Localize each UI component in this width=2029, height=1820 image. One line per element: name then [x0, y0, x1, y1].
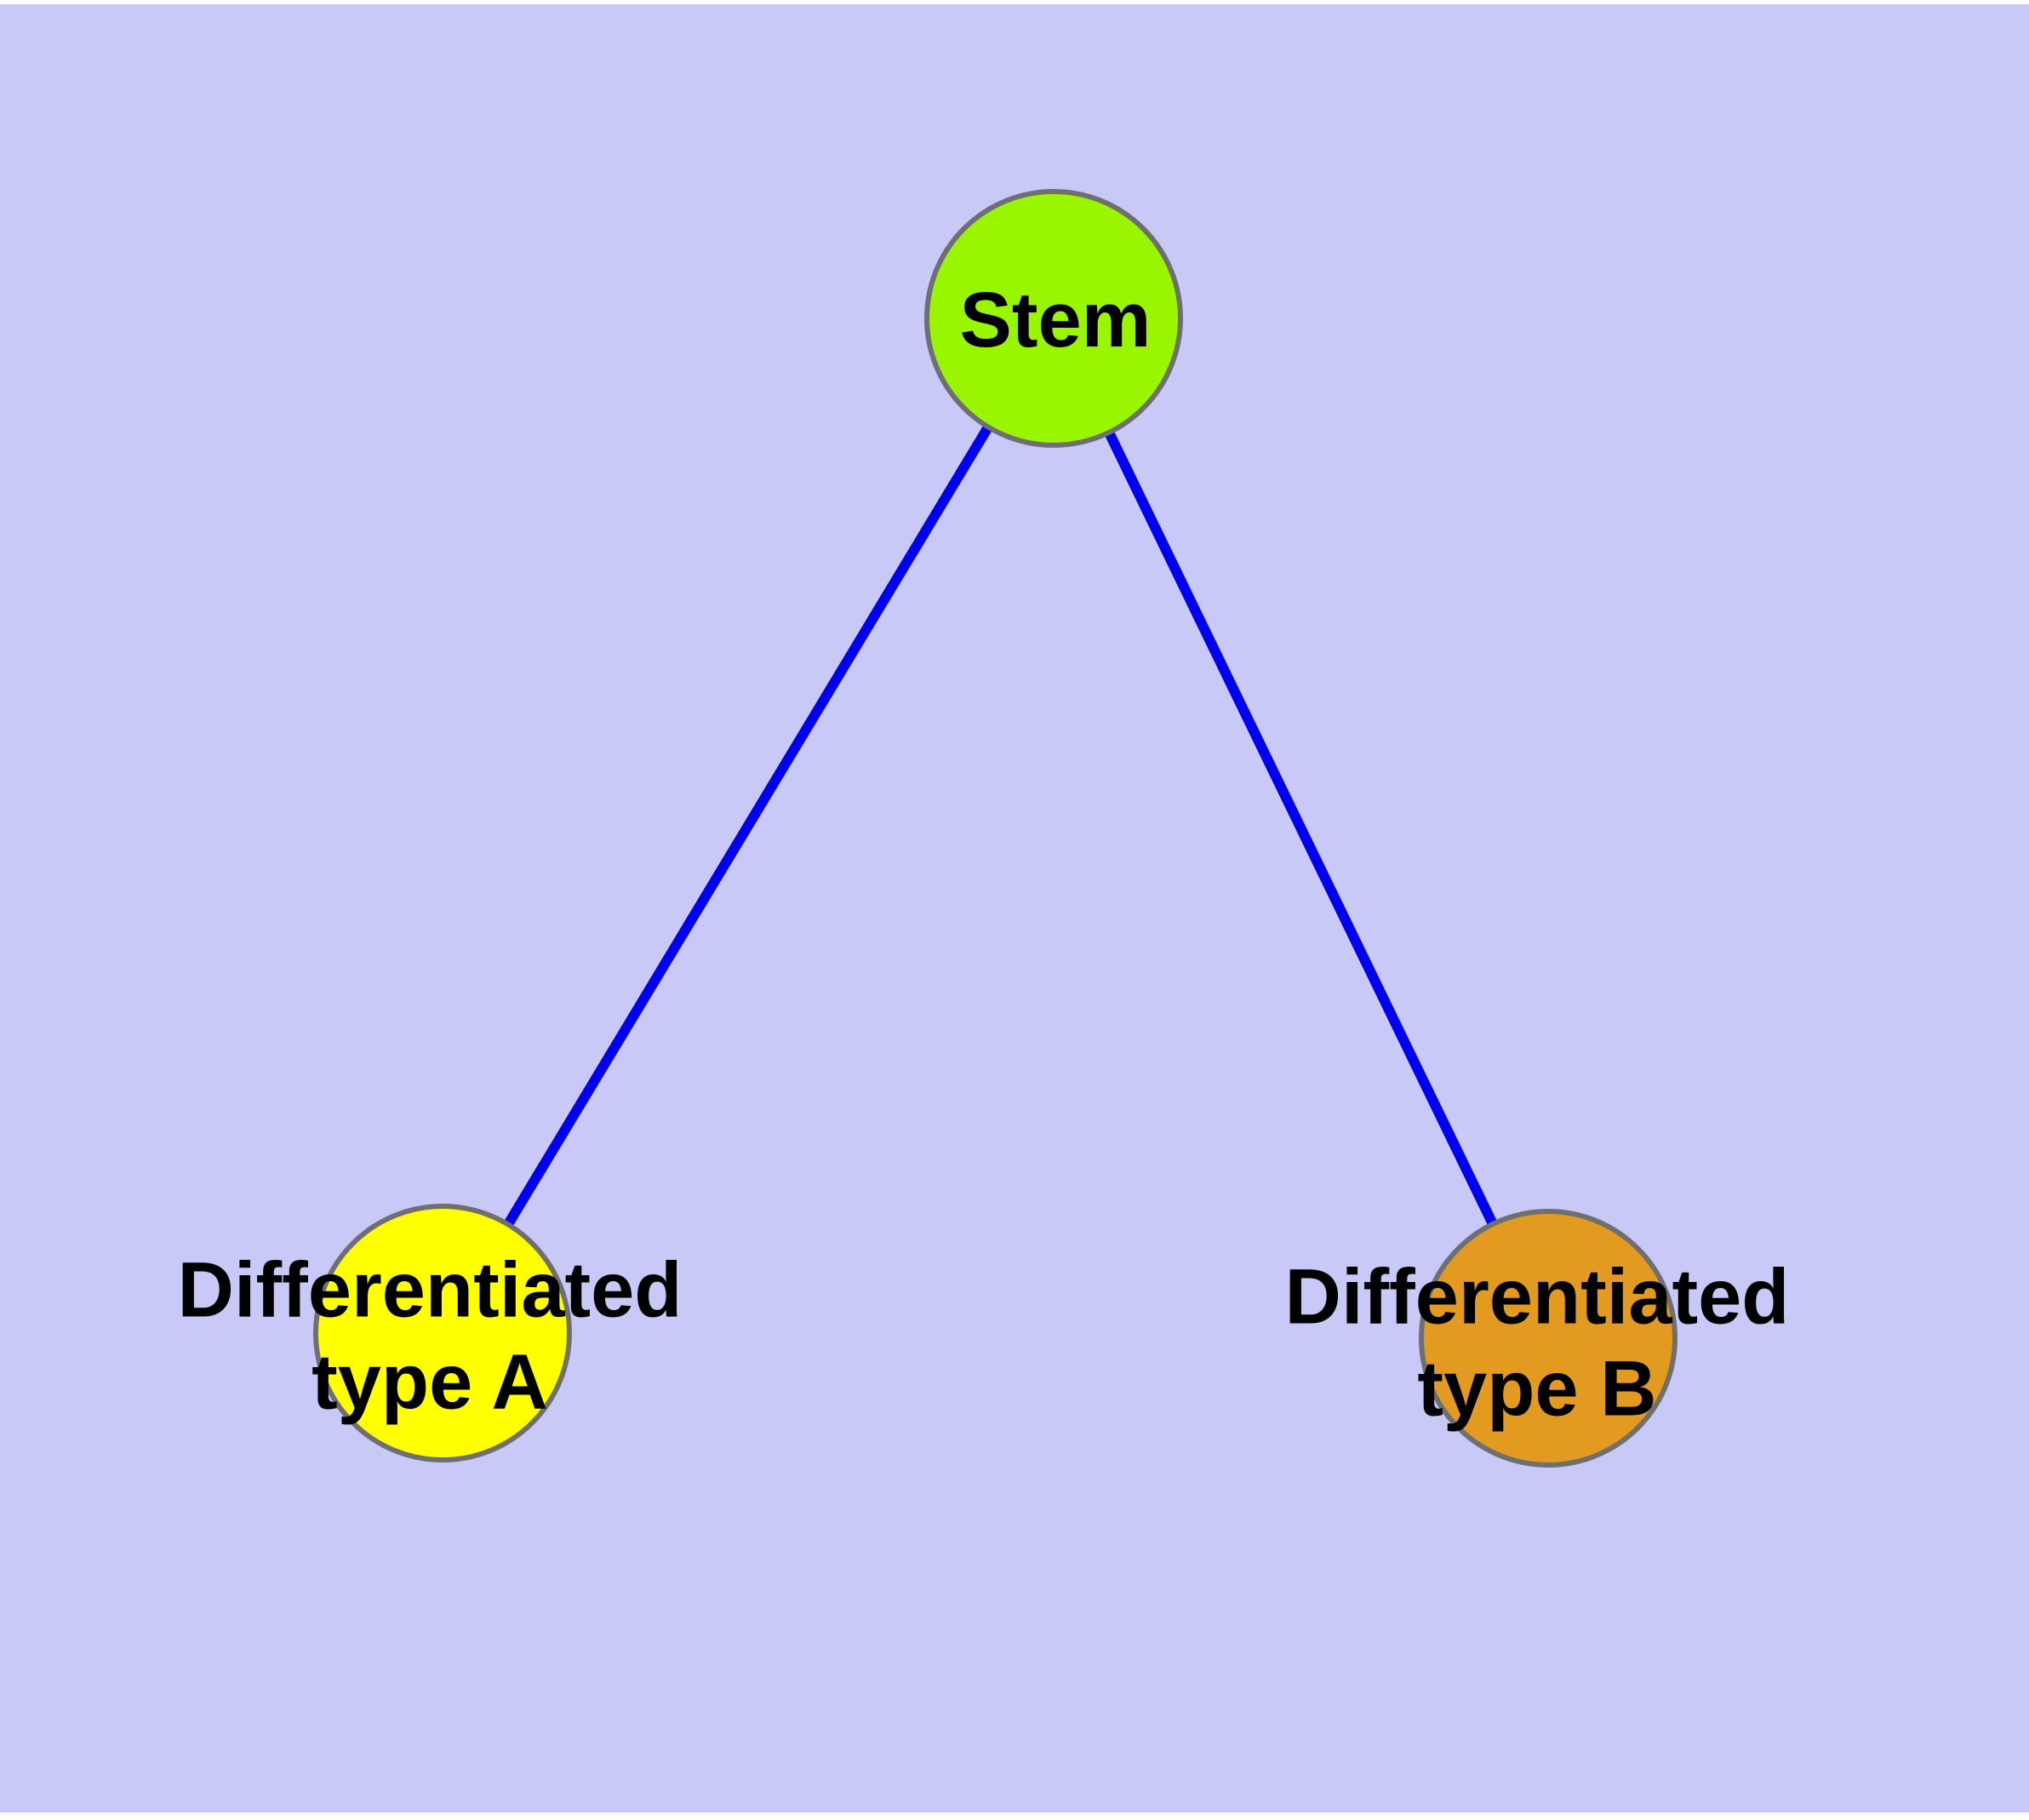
page-bottom-margin [0, 1812, 2029, 1820]
node-label-type-a-line2: type A [311, 1338, 548, 1425]
node-label-type-b: Differentiated type B [1285, 1251, 1790, 1434]
node-differentiated-type-b [1419, 1209, 1677, 1468]
node-label-type-b-line2: type B [1417, 1345, 1657, 1432]
node-label-type-a-line1: Differentiated [177, 1246, 683, 1334]
node-label-type-b-line1: Differentiated [1284, 1253, 1790, 1341]
node-stem [924, 189, 1183, 448]
edge-stem-to-type-a [437, 315, 1059, 1336]
node-label-type-a: Differentiated type A [178, 1245, 683, 1428]
node-differentiated-type-a [313, 1204, 572, 1462]
edge-stem-to-type-b [1049, 316, 1553, 1341]
node-label-stem: Stem [959, 277, 1152, 364]
page-top-margin [0, 0, 2029, 4]
